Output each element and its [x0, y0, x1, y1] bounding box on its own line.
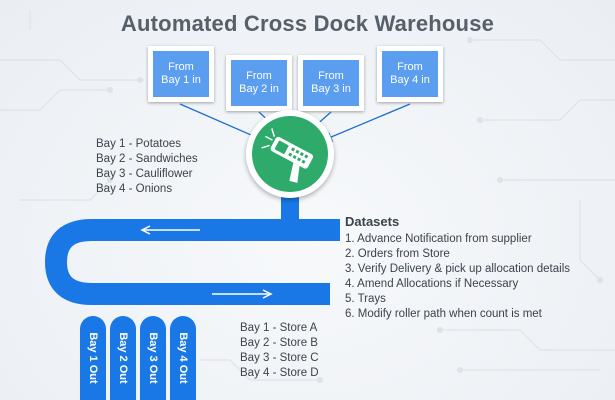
bay-product-1: Bay 1 - Potatoes	[96, 138, 182, 150]
scanner-node	[246, 110, 334, 198]
output-bay-4-lane: Bay 4 Out	[170, 316, 196, 400]
output-bay-3-label: Bay 3 Out	[147, 332, 159, 384]
scanner-stem	[281, 196, 299, 222]
output-bay-4-label: Bay 4 Out	[177, 332, 189, 384]
input-bay-3-line2: Bay 3 in	[311, 83, 351, 95]
dataset-item-5: 5. Trays	[345, 293, 386, 305]
bay-product-list: Bay 1 - Potatoes Bay 2 - Sandwiches Bay …	[96, 137, 198, 197]
output-bay-1-lane: Bay 1 Out	[80, 316, 106, 400]
input-bay-2-line1: From	[246, 69, 272, 82]
barcode-scanner-icon	[261, 128, 314, 183]
dataset-item-3: 3. Verify Delivery & pick up allocation …	[345, 263, 570, 275]
output-bay-3-lane: Bay 3 Out	[140, 316, 166, 400]
datasets-list: 1. Advance Notification from supplier 2.…	[345, 232, 570, 322]
dataset-item-2: 2. Orders from Store	[345, 248, 450, 260]
conveyor-upper	[44, 219, 340, 305]
diagram-title: Automated Cross Dock Warehouse	[120, 11, 495, 36]
bay-store-1: Bay 1 - Store A	[240, 322, 318, 334]
output-bay-2-label: Bay 2 Out	[117, 332, 129, 384]
bay-store-3: Bay 3 - Store C	[240, 352, 319, 364]
datasets-title: Datasets	[345, 214, 400, 229]
bay-product-3: Bay 3 - Cauliflower	[96, 168, 193, 180]
bay-store-list: Bay 1 - Store A Bay 2 - Store B Bay 3 - …	[240, 321, 319, 381]
dataset-item-1: 1. Advance Notification from supplier	[345, 233, 532, 245]
output-bay-1-label: Bay 1 Out	[87, 332, 99, 384]
input-bay-4-line2: Bay 4 in	[390, 74, 430, 86]
dataset-item-6: 6. Modify roller path when count is met	[345, 308, 542, 320]
output-bay-2-lane: Bay 2 Out	[110, 316, 136, 400]
bay-product-2: Bay 2 - Sandwiches	[96, 153, 198, 165]
input-bay-2-line2: Bay 2 in	[239, 83, 279, 95]
input-arrow-1	[179, 103, 261, 140]
bay-store-4: Bay 4 - Store D	[240, 367, 319, 379]
conveyor-upper-end	[290, 219, 340, 241]
bay-product-4: Bay 4 - Onions	[96, 183, 173, 195]
input-arrow-4	[321, 103, 411, 142]
input-bay-3-line1: From	[318, 69, 344, 82]
bay-store-2: Bay 2 - Store B	[240, 337, 318, 349]
input-bay-1-line2: Bay 1 in	[161, 74, 201, 86]
input-bay-4-line1: From	[397, 60, 423, 73]
input-bay-1-line1: From	[168, 60, 194, 73]
dataset-item-4: 4. Amend Allocations if Necessary	[345, 278, 519, 290]
